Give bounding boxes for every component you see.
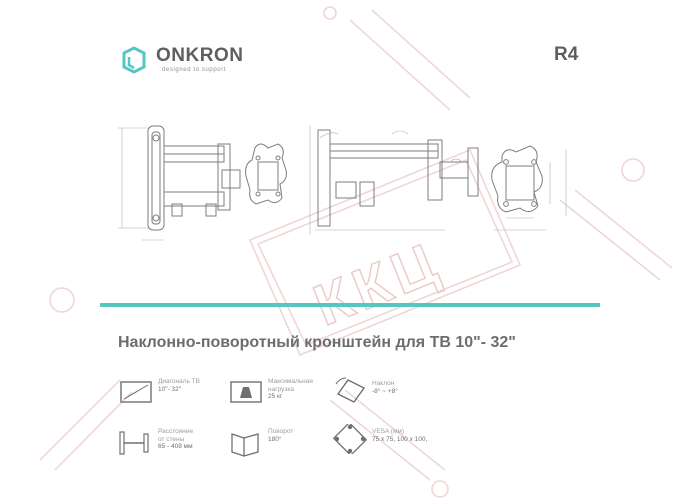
cube-logo-icon — [122, 46, 146, 74]
max-load-icon — [230, 381, 262, 403]
spec-label: VESA (мм) — [372, 428, 405, 435]
spec-value: 180° — [268, 435, 282, 443]
vesa-icon — [332, 424, 368, 454]
spec-label: Расстояние от стены — [158, 428, 194, 443]
spec-value: -8° ~ +8° — [372, 387, 398, 395]
spec-label: Поворот — [268, 428, 294, 435]
spec-value: 10"- 32" — [158, 385, 182, 393]
spec-value: 65 - 408 мм — [158, 443, 193, 450]
spec-label: Максимальная нагрузка — [268, 378, 313, 393]
spec-rotation: Поворот 180° — [228, 428, 293, 458]
spec-diagonal: Диагональ ТВ 10"- 32" — [118, 378, 200, 408]
model-number: R4 — [554, 44, 579, 65]
spec-value: 25 кг — [268, 393, 283, 400]
spec-label: Наклон — [372, 380, 395, 387]
plate-front-view-icon — [491, 145, 567, 231]
brand: ONKRON designed to support — [118, 40, 243, 80]
spec-vesa: VESA (мм) 75 x 75, 100 x 100, — [332, 424, 427, 454]
mount-side-view-icon — [118, 125, 241, 241]
wall-distance-icon — [119, 431, 149, 455]
spec-label: Диагональ ТВ — [158, 378, 200, 385]
screen-diagonal-icon — [120, 381, 152, 403]
spec-tilt: Наклон -8° ~ +8° — [332, 374, 398, 404]
accent-divider — [100, 303, 600, 307]
spec-max-load: Максимальная нагрузка 25 кг — [228, 378, 313, 408]
brand-name: ONKRON — [156, 45, 244, 66]
mount-top-view-icon — [309, 126, 479, 234]
spec-value: 75 x 75, 100 x 100, — [372, 435, 428, 443]
brand-tagline: designed to support — [162, 67, 227, 73]
product-headline: Наклонно-поворотный кронштейн для ТВ 10"… — [118, 334, 516, 351]
spec-wall-distance: Расстояние от стены 65 - 408 мм — [118, 428, 198, 458]
tilt-icon — [335, 377, 366, 403]
rotation-icon — [231, 433, 259, 457]
technical-drawings — [118, 125, 567, 241]
